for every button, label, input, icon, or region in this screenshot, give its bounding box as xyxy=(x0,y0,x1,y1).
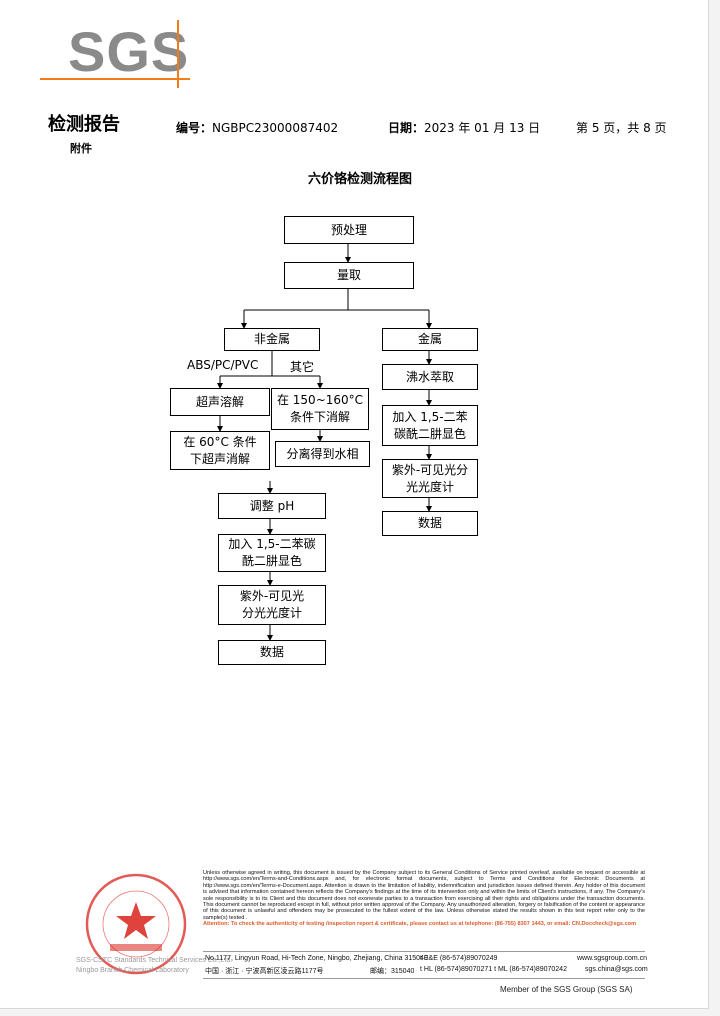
step-ultrasonic-digest: 在 60°C 条件 下超声消解 xyxy=(170,431,270,470)
step-ultrasonic-dissolve: 超声溶解 xyxy=(170,388,270,416)
uvvis-line2: 分光光度计 xyxy=(241,606,302,620)
step-separate-aqueous: 分离得到水相 xyxy=(275,441,370,467)
report-number: 编号：NGBPC23000087402 xyxy=(176,119,338,136)
branch-abs-label: ABS/PC/PVC xyxy=(187,358,259,372)
report-page: SGS 检测报告 附件 编号：NGBPC23000087402 日期：2023 … xyxy=(0,0,709,1009)
email-link[interactable]: sgs.china@sgs.com xyxy=(585,966,648,973)
heat-digest-line2: 条件下消解 xyxy=(289,410,350,424)
step-heat-digest: 在 150~160°C 条件下消解 xyxy=(271,388,369,430)
disclaimer-text: Unless otherwise agreed in writing, this… xyxy=(203,870,645,921)
report-date: 日期：2023 年 01 月 13 日 xyxy=(388,119,540,136)
report-date-value: 2023 年 01 月 13 日 xyxy=(424,121,541,135)
authenticity-notice: Attention: To check the authenticity of … xyxy=(203,921,637,928)
metal-add-dpc-line1: 加入 1,5-二苯 xyxy=(392,409,468,424)
step-metal-add-dpc: 加入 1,5-二苯 碳酰二肼显色 xyxy=(382,405,478,446)
footer-rule-2 xyxy=(203,978,645,979)
branch-other-label: 其它 xyxy=(290,360,315,374)
page-indicator: 第 5 页，共 8 页 xyxy=(576,121,667,135)
report-date-label: 日期： xyxy=(388,121,425,135)
address-chinese: 中国 · 浙江 · 宁波高新区凌云路1177号 xyxy=(205,968,324,975)
logo-accent-vline xyxy=(177,20,179,88)
step-weighing: 量取 xyxy=(284,262,414,289)
ultrasonic-digest-line1: 在 60°C 条件 xyxy=(183,434,257,449)
add-dpc-line1: 加入 1,5-二苯碳 xyxy=(228,537,316,551)
flowchart-connectors xyxy=(217,244,432,641)
report-number-value: NGBPC23000087402 xyxy=(212,121,339,135)
appendix-label: 附件 xyxy=(70,142,92,155)
stamp-label-2: Ningbo Branch Chemical Laboratory xyxy=(76,967,189,974)
step-boiling-extract: 沸水萃取 xyxy=(382,364,478,390)
sgs-member-note: Member of the SGS Group (SGS SA) xyxy=(500,985,633,994)
footer-rule-1 xyxy=(203,951,645,952)
phone-chinese: t HL (86-574)89070271 t ML (86-574)89070… xyxy=(420,966,567,973)
step-metal: 金属 xyxy=(382,328,478,351)
metal-uvvis-line1: 紫外-可见光分 xyxy=(391,462,469,477)
postcode-chinese: 邮编：315040 xyxy=(370,968,415,975)
step-pretreatment: 预处理 xyxy=(284,216,414,244)
metal-add-dpc-line2: 碳酰二肼显色 xyxy=(393,426,466,441)
step-add-dpc: 加入 1,5-二苯碳 酰二肼显色 xyxy=(218,534,326,572)
step-data: 数据 xyxy=(218,640,326,665)
phone-english: t E&E (86-574)89070249 xyxy=(420,955,498,962)
legal-disclaimer: Unless otherwise agreed in writing, this… xyxy=(203,870,645,928)
company-seal-stamp xyxy=(85,873,187,975)
step-metal-uvvis: 紫外-可见光分 光光度计 xyxy=(382,459,478,498)
step-uvvis: 紫外-可见光 分光光度计 xyxy=(218,585,326,625)
metal-uvvis-line2: 光光度计 xyxy=(405,479,454,494)
add-dpc-line2: 酰二肼显色 xyxy=(241,554,302,568)
step-nonmetal: 非金属 xyxy=(224,328,320,351)
website-link[interactable]: www.sgsgroup.com.cn xyxy=(577,955,648,962)
logo-accent-line xyxy=(40,78,190,80)
report-title: 检测报告 xyxy=(48,114,120,135)
ultrasonic-digest-line2: 下超声消解 xyxy=(189,451,250,466)
stamp-label-1: SGS-CSTC Standards Technical Services Co… xyxy=(76,957,233,964)
heat-digest-line1: 在 150~160°C xyxy=(276,393,364,407)
address-english: No.1177, Lingyun Road, Hi-Tech Zone, Nin… xyxy=(205,955,428,962)
step-adjust-ph: 调整 pH xyxy=(218,493,326,519)
sgs-logo: SGS xyxy=(68,20,190,83)
report-number-label: 编号： xyxy=(176,121,213,135)
step-metal-data: 数据 xyxy=(382,511,478,536)
flowchart-title: 六价铬检测流程图 xyxy=(307,172,412,187)
uvvis-line1: 紫外-可见光 xyxy=(239,589,305,603)
